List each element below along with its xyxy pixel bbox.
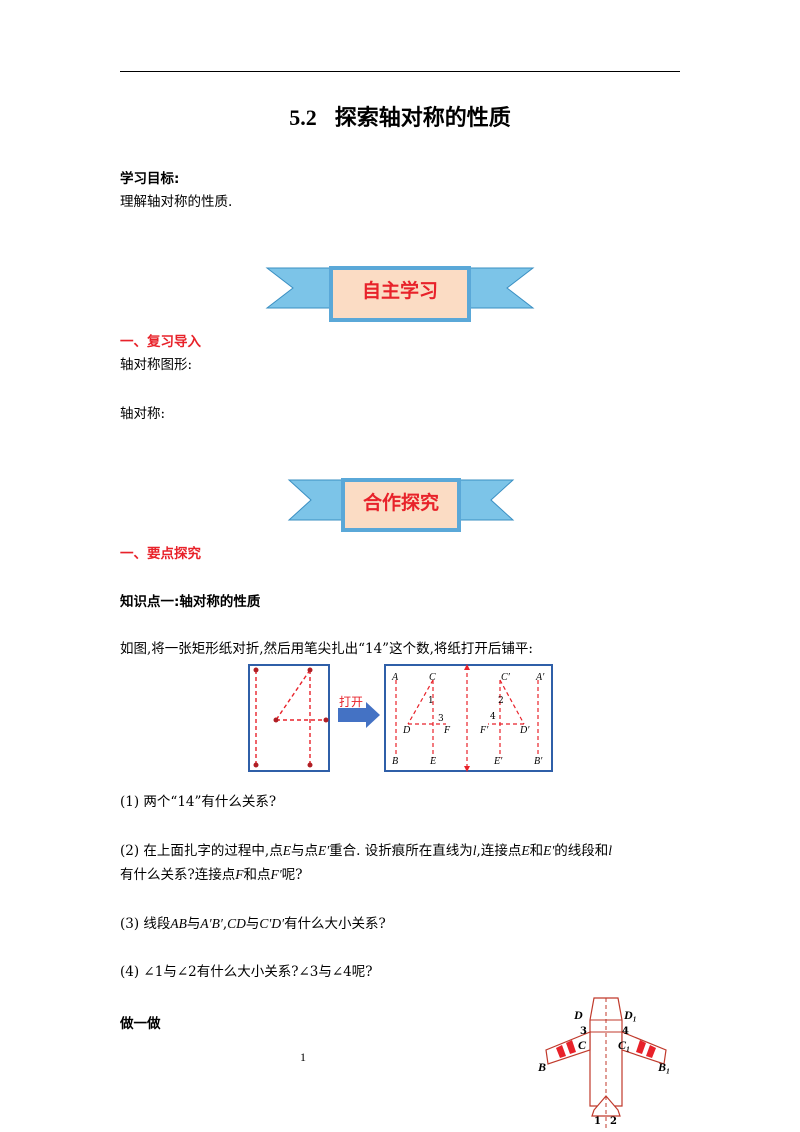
q2-text: ,连接点	[476, 843, 522, 859]
label-D-prime: D′	[520, 725, 530, 736]
plane-label-2: 2	[610, 1116, 617, 1127]
q2-text: 和点	[243, 867, 271, 883]
q2-text: 和	[529, 843, 544, 859]
explore-heading: 一、要点探究	[120, 546, 201, 562]
q2-text: 有什么关系?连接点	[120, 867, 236, 883]
label-D: D	[403, 725, 411, 736]
label-B-prime: B′	[534, 756, 543, 767]
plane-figure: D D₁ C C₁ B B₁ 3 4 1 2	[536, 994, 676, 1130]
plane-drawing	[545, 997, 667, 1128]
page-number: 1	[300, 1050, 306, 1064]
label-C-prime: C′	[501, 672, 510, 683]
plane-label-4: 4	[622, 1026, 629, 1037]
plane-label-B: B	[538, 1060, 547, 1074]
question-2-line1: (2) 在上面扎字的过程中,点E与点E′重合. 设折痕所在直线为l,连接点E和E…	[120, 842, 612, 860]
q2-text: 的线段和	[554, 843, 609, 859]
q2-text: 重合. 设折痕所在直线为	[329, 843, 473, 859]
q3-segment-CD-prime: C′D′	[259, 916, 285, 931]
ribbon-graphic	[265, 266, 535, 322]
q2-line-l: l	[608, 843, 613, 858]
header-rule	[120, 71, 680, 72]
label-F-prime: F′	[480, 725, 489, 736]
q2-line-l: l	[472, 843, 477, 858]
question-4: (4) ∠1与∠2有什么大小关系?∠3与∠4呢?	[120, 964, 373, 980]
label-E: E	[430, 756, 437, 767]
explore-intro: 如图,将一张矩形纸对折,然后用笔尖扎出“14”这个数,将纸打开后铺平:	[120, 641, 533, 657]
title-number: 5.2	[289, 105, 317, 130]
label-F: F	[444, 725, 451, 736]
q3-text: (3) 线段	[120, 916, 171, 932]
banner-self-study: 自主学习	[265, 262, 535, 324]
label-angle-3: 3	[438, 714, 444, 724]
review-line2: 轴对称:	[120, 406, 166, 422]
q3-text: 有什么大小关系?	[284, 916, 386, 932]
label-E-prime: E′	[494, 756, 503, 767]
q2-text: (2) 在上面扎字的过程中,点	[120, 843, 283, 859]
q3-segment-CD: CD	[227, 916, 246, 931]
banner-cooperative: 合作探究	[287, 474, 515, 534]
label-B: B	[392, 756, 399, 767]
objectives-text: 理解轴对称的性质.	[120, 194, 233, 210]
q2-point-F-prime: F′	[270, 867, 282, 882]
q2-point-E-prime: E′	[317, 843, 330, 858]
label-angle-1: 1	[428, 696, 434, 706]
question-2-line2: 有什么关系?连接点F和点F′呢?	[120, 866, 302, 884]
plane-label-1: 1	[594, 1116, 601, 1127]
label-angle-2: 2	[498, 696, 504, 706]
plane-label-C: C	[578, 1038, 587, 1052]
plane-label-C1: C₁	[618, 1038, 631, 1052]
label-C: C	[429, 672, 436, 683]
knowledge-point-1: 知识点一:轴对称的性质	[120, 594, 261, 610]
label-A-prime: A′	[536, 672, 545, 683]
question-1: (1) 两个“14”有什么关系?	[120, 794, 277, 810]
q2-point-E-prime: E′	[543, 843, 555, 858]
q2-point-E: E	[282, 843, 291, 858]
q2-point-E: E	[521, 843, 530, 858]
plane-label-B1: B₁	[658, 1060, 671, 1074]
q3-segment-AB: AB	[170, 916, 187, 931]
question-3: (3) 线段AB与A′B′,CD与C′D′有什么大小关系?	[120, 915, 386, 933]
practice-heading: 做一做	[120, 1016, 161, 1032]
label-angle-4: 4	[490, 712, 496, 722]
ribbon-graphic	[287, 478, 515, 532]
page-title: 5.2 探索轴对称的性质	[0, 100, 800, 132]
plane-label-3: 3	[580, 1026, 587, 1037]
objectives-heading: 学习目标:	[120, 171, 180, 187]
plane-label-D: D	[574, 1008, 583, 1022]
q3-segment-AB-prime: A′B′	[200, 916, 223, 931]
fold-figure: 打开 A B C D E F 1 3 A′ B′ C′ D′ E′ F′ 2 4	[248, 662, 554, 774]
q2-text: 与点	[290, 843, 318, 859]
q3-text: ,	[222, 916, 228, 932]
banner-cooperative-label: 合作探究	[362, 492, 439, 514]
q2-text: 呢?	[281, 867, 303, 883]
review-heading: 一、复习导入	[120, 334, 201, 350]
plane-label-D1: D₁	[624, 1008, 637, 1022]
title-text: 探索轴对称的性质	[334, 106, 511, 131]
label-A: A	[392, 672, 399, 683]
q2-point-F: F	[235, 867, 244, 882]
fold-arrow-label: 打开	[339, 695, 364, 709]
fold-figure-drawing	[248, 664, 553, 772]
review-line1: 轴对称图形:	[120, 357, 193, 373]
q3-text: 与	[245, 916, 260, 932]
q3-text: 与	[186, 916, 201, 932]
banner-self-study-label: 自主学习	[361, 280, 438, 302]
